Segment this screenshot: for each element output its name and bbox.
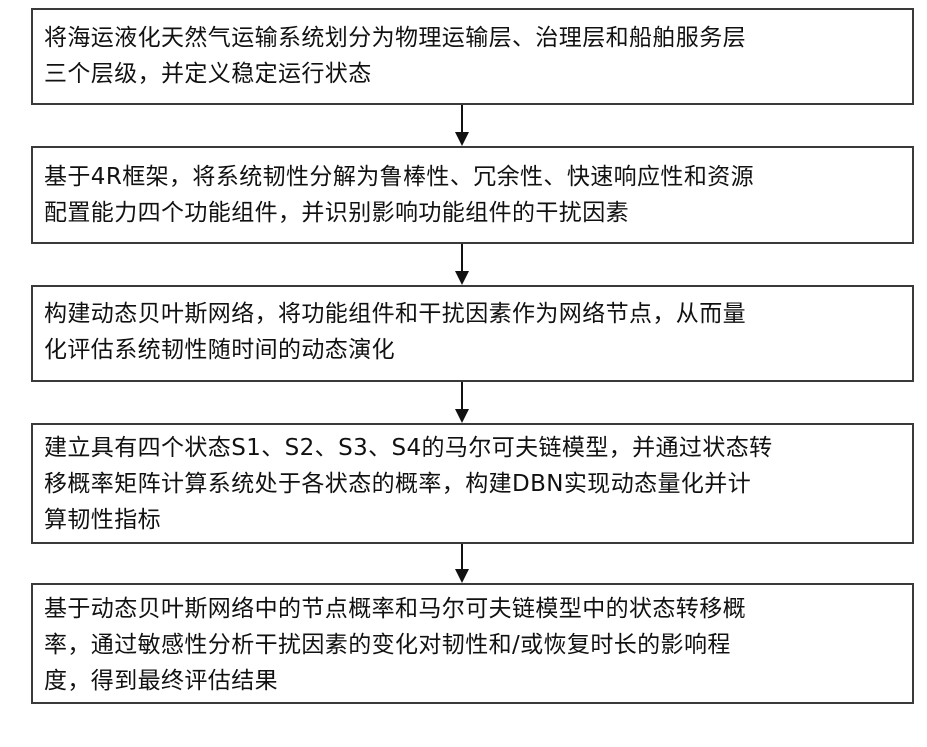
step-5-line-1: 基于动态贝叶斯网络中的节点概率和马尔可夫链模型中的状态转移概 xyxy=(44,591,746,627)
step-4-line-2: 移概率矩阵计算系统处于各状态的概率，构建DBN实现动态量化并计 xyxy=(44,466,773,502)
step-2-line-2: 配置能力四个功能组件，并识别影响功能组件的干扰因素 xyxy=(44,195,754,231)
flow-step-2: 基于4R框架，将系统韧性分解为鲁棒性、冗余性、快速响应性和资源 配置能力四个功能… xyxy=(31,146,914,244)
connector-2-3 xyxy=(461,244,463,273)
step-3-text: 构建动态贝叶斯网络，将功能组件和干扰因素作为网络节点，从而量 化评估系统韧性随时… xyxy=(44,296,746,368)
step-4-text: 建立具有四个状态S1、S2、S3、S4的马尔可夫链模型，并通过状态转 移概率矩阵… xyxy=(44,430,773,538)
flow-step-3: 构建动态贝叶斯网络，将功能组件和干扰因素作为网络节点，从而量 化评估系统韧性随时… xyxy=(31,285,914,382)
step-5-line-2: 率，通过敏感性分析干扰因素的变化对韧性和/或恢复时长的影响程 xyxy=(44,627,746,663)
step-1-text: 将海运液化天然气运输系统划分为物理运输层、治理层和船舶服务层 三个层级，并定义稳… xyxy=(44,20,746,92)
step-2-line-1: 基于4R框架，将系统韧性分解为鲁棒性、冗余性、快速响应性和资源 xyxy=(44,159,754,195)
step-5-line-3: 度，得到最终评估结果 xyxy=(44,663,746,699)
step-4-line-3: 算韧性指标 xyxy=(44,502,773,538)
arrow-down-icon xyxy=(455,569,469,583)
step-3-line-1: 构建动态贝叶斯网络，将功能组件和干扰因素作为网络节点，从而量 xyxy=(44,296,746,332)
connector-1-2 xyxy=(461,105,463,134)
flow-step-5: 基于动态贝叶斯网络中的节点概率和马尔可夫链模型中的状态转移概 率，通过敏感性分析… xyxy=(31,583,914,704)
step-5-text: 基于动态贝叶斯网络中的节点概率和马尔可夫链模型中的状态转移概 率，通过敏感性分析… xyxy=(44,591,746,699)
step-1-line-2: 三个层级，并定义稳定运行状态 xyxy=(44,56,746,92)
arrow-down-icon xyxy=(455,271,469,285)
connector-4-5 xyxy=(461,544,463,571)
flow-step-1: 将海运液化天然气运输系统划分为物理运输层、治理层和船舶服务层 三个层级，并定义稳… xyxy=(31,8,914,105)
flow-step-4: 建立具有四个状态S1、S2、S3、S4的马尔可夫链模型，并通过状态转 移概率矩阵… xyxy=(31,423,914,544)
arrow-down-icon xyxy=(455,409,469,423)
connector-3-4 xyxy=(461,382,463,411)
step-4-line-1: 建立具有四个状态S1、S2、S3、S4的马尔可夫链模型，并通过状态转 xyxy=(44,430,773,466)
step-2-text: 基于4R框架，将系统韧性分解为鲁棒性、冗余性、快速响应性和资源 配置能力四个功能… xyxy=(44,159,754,231)
arrow-down-icon xyxy=(455,132,469,146)
step-3-line-2: 化评估系统韧性随时间的动态演化 xyxy=(44,332,746,368)
step-1-line-1: 将海运液化天然气运输系统划分为物理运输层、治理层和船舶服务层 xyxy=(44,20,746,56)
